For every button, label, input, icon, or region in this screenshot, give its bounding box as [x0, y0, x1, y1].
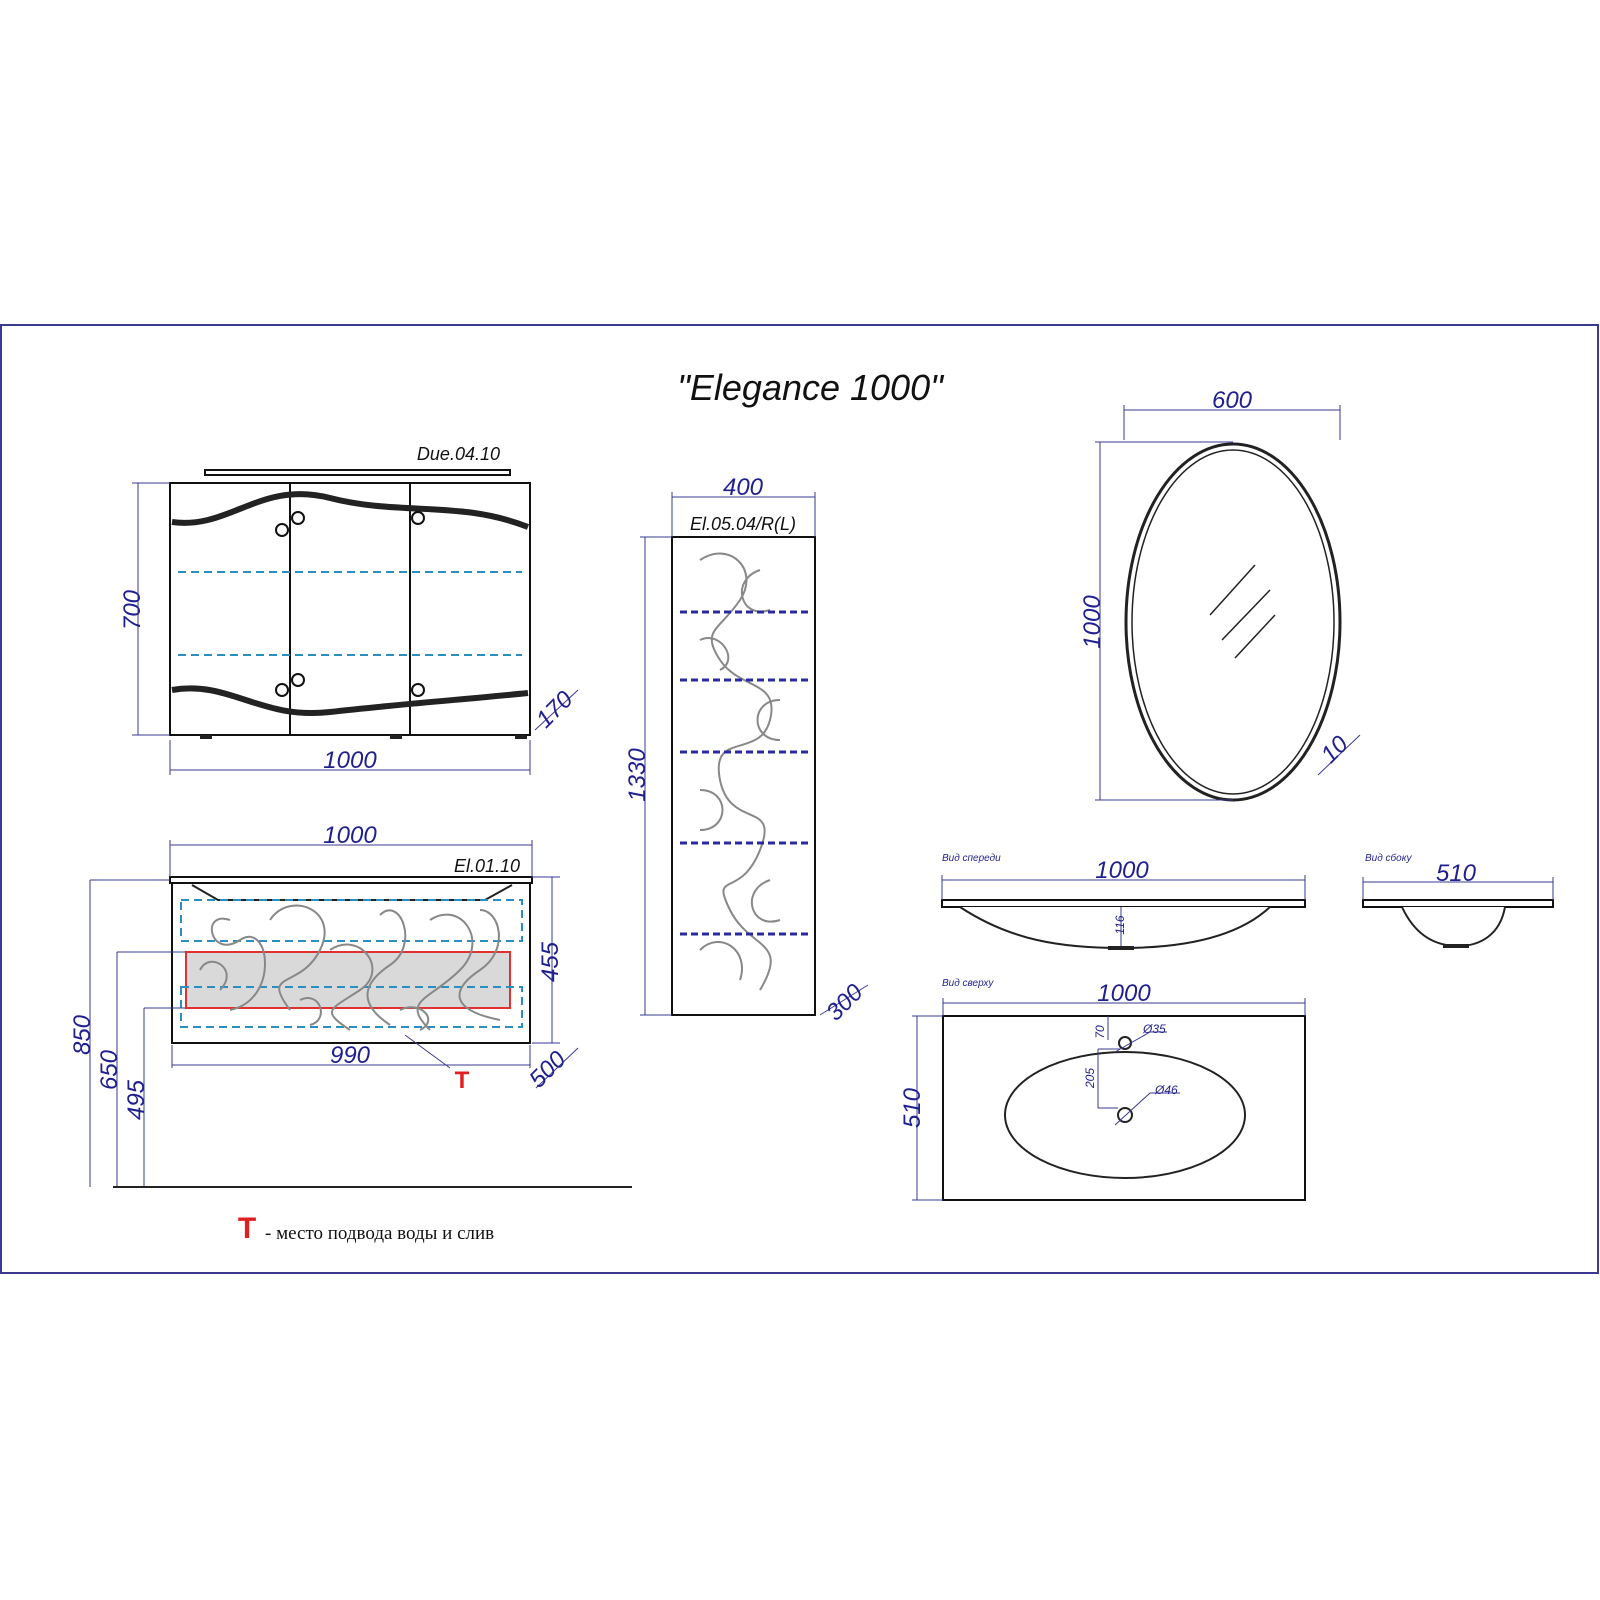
sink-bowl-depth: 116: [1113, 915, 1127, 934]
vanity-depth: 500: [524, 1046, 572, 1094]
vanity-width: 1000: [323, 822, 377, 849]
vanity-floor-height-495: 495: [123, 1079, 150, 1120]
tall-cabinet-model: El.05.04/R(L): [690, 514, 796, 534]
drawing-frame: [0, 324, 1599, 1274]
drain-offset: 205: [1083, 1068, 1097, 1089]
faucet-offset: 70: [1093, 1025, 1107, 1039]
tall-cabinet-width: 400: [723, 474, 764, 501]
sink-side-view: Вид сбоку 510: [1362, 852, 1554, 948]
sink-top-depth: 510: [899, 1087, 926, 1128]
mirror-cabinet-height: 700: [119, 589, 146, 630]
front-view-label: Вид спереди: [942, 853, 1001, 864]
vanity-floor-height-850: 850: [69, 1014, 96, 1055]
sink-top-width: 1000: [1097, 980, 1151, 1007]
drain-hole-diameter: Ø46: [1154, 1083, 1178, 1097]
mirror-width: 600: [1212, 387, 1253, 414]
side-view-label: Вид сбоку: [1365, 852, 1412, 864]
vanity-inner-width: 990: [330, 1042, 371, 1069]
sink-side-width: 510: [1436, 860, 1477, 887]
tall-cabinet-depth: 300: [821, 979, 869, 1027]
water-connection-marker: T: [455, 1067, 470, 1094]
vanity-unit: El.01.10 1000 455 990 500 850 650 495 T: [69, 822, 632, 1188]
mirror-cabinet-depth: 170: [531, 686, 579, 734]
vanity-model: El.01.10: [454, 856, 520, 876]
vanity-height: 455: [537, 941, 564, 982]
mirror-cabinet: Due.04.10 700 1000 170: [119, 444, 579, 775]
legend: T - место подвода воды и слив: [238, 1212, 494, 1245]
sink-top-view: Вид сверху 1000 510 70 Ø35 205 Ø46: [899, 978, 1306, 1201]
tall-cabinet-height: 1330: [624, 748, 651, 802]
tall-cabinet: El.05.04/R(L) 400 1330 300: [624, 474, 869, 1026]
mirror-height: 1000: [1079, 595, 1106, 649]
sink-front-width: 1000: [1095, 857, 1149, 884]
sink-front-view: Вид спереди 1000 116: [941, 853, 1306, 950]
mirror-depth: 10: [1316, 730, 1354, 768]
oval-mirror: 600 1000 10: [1079, 387, 1361, 802]
top-view-label: Вид сверху: [942, 978, 994, 989]
drawing-title: "Elegance 1000": [677, 367, 945, 408]
vanity-floor-height-650: 650: [96, 1049, 123, 1090]
legend-text: - место подвода воды и слив: [265, 1223, 494, 1244]
mirror-cabinet-width: 1000: [323, 747, 377, 774]
mirror-cabinet-model: Due.04.10: [417, 444, 500, 464]
faucet-hole-diameter: Ø35: [1142, 1022, 1166, 1036]
legend-marker: T: [238, 1212, 256, 1245]
